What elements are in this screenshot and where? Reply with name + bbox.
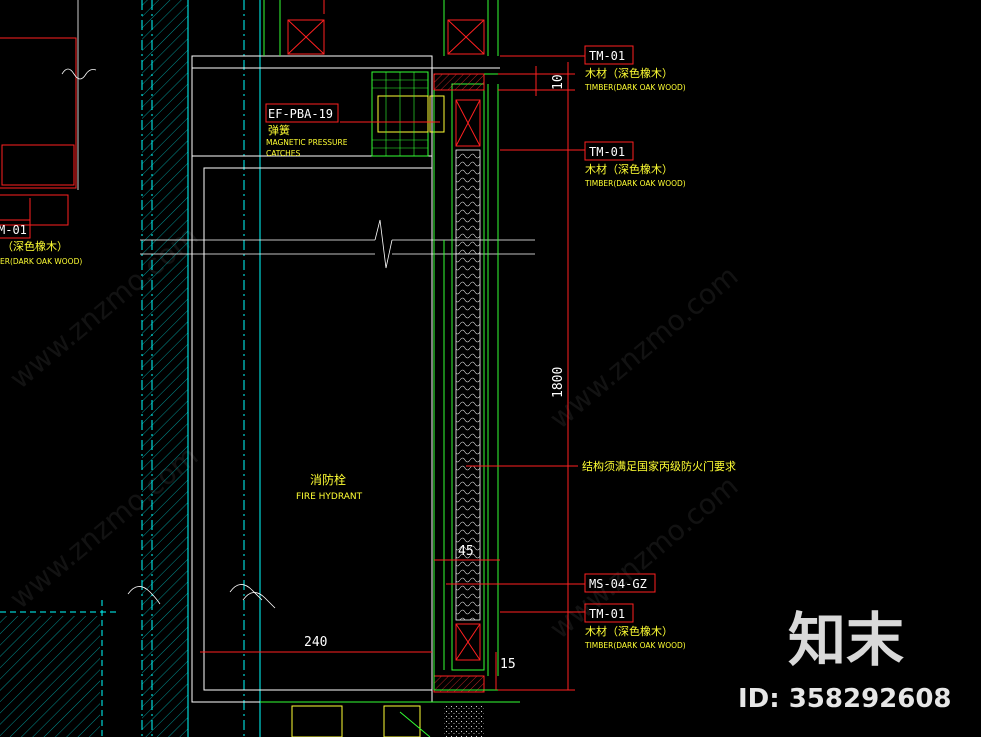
tag-code: TM-01 (589, 607, 625, 621)
dim-1800: 1800 (551, 367, 566, 398)
tag-material-en: ER(DARK OAK WOOD) (0, 257, 82, 266)
tag-material-en: TIMBER(DARK OAK WOOD) (584, 83, 686, 92)
section-cut (140, 219, 535, 269)
dim-240: 240 (304, 635, 327, 650)
callout-tm-bottom: TM-01 木材（深色橡木） TIMBER(DARK OAK WOOD) (584, 603, 686, 650)
top-frame (263, 0, 499, 56)
tag-material-en: TIMBER(DARK OAK WOOD) (584, 179, 686, 188)
dim-15: 15 (500, 657, 516, 672)
brand-watermark: 知末 ID: 358292608 (738, 606, 952, 714)
image-id: ID: 358292608 (738, 684, 952, 714)
tag-material-en: TIMBER(DARK OAK WOOD) (584, 641, 686, 650)
dimension-lines (200, 62, 575, 691)
tag-desc-cn: 弹簧 (268, 123, 290, 137)
left-cabinet (0, 37, 77, 226)
tag-material-cn: 木材（深色橡木） (585, 66, 673, 80)
door-leaf (433, 73, 500, 693)
dim-10: 10 (551, 74, 566, 90)
break-lines (127, 584, 276, 609)
callout-tm-mid: TM-01 木材（深色橡木） TIMBER(DARK OAK WOOD) (584, 141, 686, 188)
room-label-en: FIRE HYDRANT (296, 492, 363, 502)
callout-tm-left: M-01 （深色橡木） ER(DARK OAK WOOD) (0, 219, 82, 266)
tag-material-cn: 木材（深色橡木） (585, 624, 673, 638)
room-label-cn: 消防栓 (310, 472, 346, 487)
left-cabinet-outline (61, 0, 97, 190)
left-wall (142, 0, 188, 737)
watermark-site: www.znzmo.com (543, 259, 744, 435)
brand-logo: 知末 (788, 606, 904, 674)
watermark-site: www.znzmo.com (543, 469, 744, 645)
tag-material-cn: 木材（深色橡木） (585, 162, 673, 176)
callout-ef: EF-PBA-19 弹簧 MAGNETIC PRESSURE CATCHES (265, 103, 348, 158)
tag-desc-en-2: CATCHES (266, 149, 301, 158)
callout-ms: MS-04-GZ (584, 573, 656, 593)
lower-left-wall (0, 616, 100, 737)
bottom-strip (260, 701, 520, 737)
fire-rating-note: 结构须满足国家丙级防火门要求 (582, 459, 736, 473)
tag-code: MS-04-GZ (589, 577, 647, 591)
hydrant-box (191, 55, 500, 703)
leader-lines (29, 55, 585, 613)
tag-material-cn: （深色橡木） (2, 239, 68, 253)
callout-tm-top: TM-01 木材（深色橡木） TIMBER(DARK OAK WOOD) (584, 45, 686, 92)
tag-code: TM-01 (589, 145, 625, 159)
tag-code: TM-01 (589, 49, 625, 63)
tag-code: M-01 (0, 223, 27, 237)
wall-lines (0, 0, 261, 737)
dim-45: 45 (458, 544, 474, 559)
top-shelf (287, 0, 485, 55)
tag-desc-en-1: MAGNETIC PRESSURE (266, 138, 348, 147)
tag-code: EF-PBA-19 (268, 107, 333, 121)
magnetic-catch (371, 71, 445, 157)
